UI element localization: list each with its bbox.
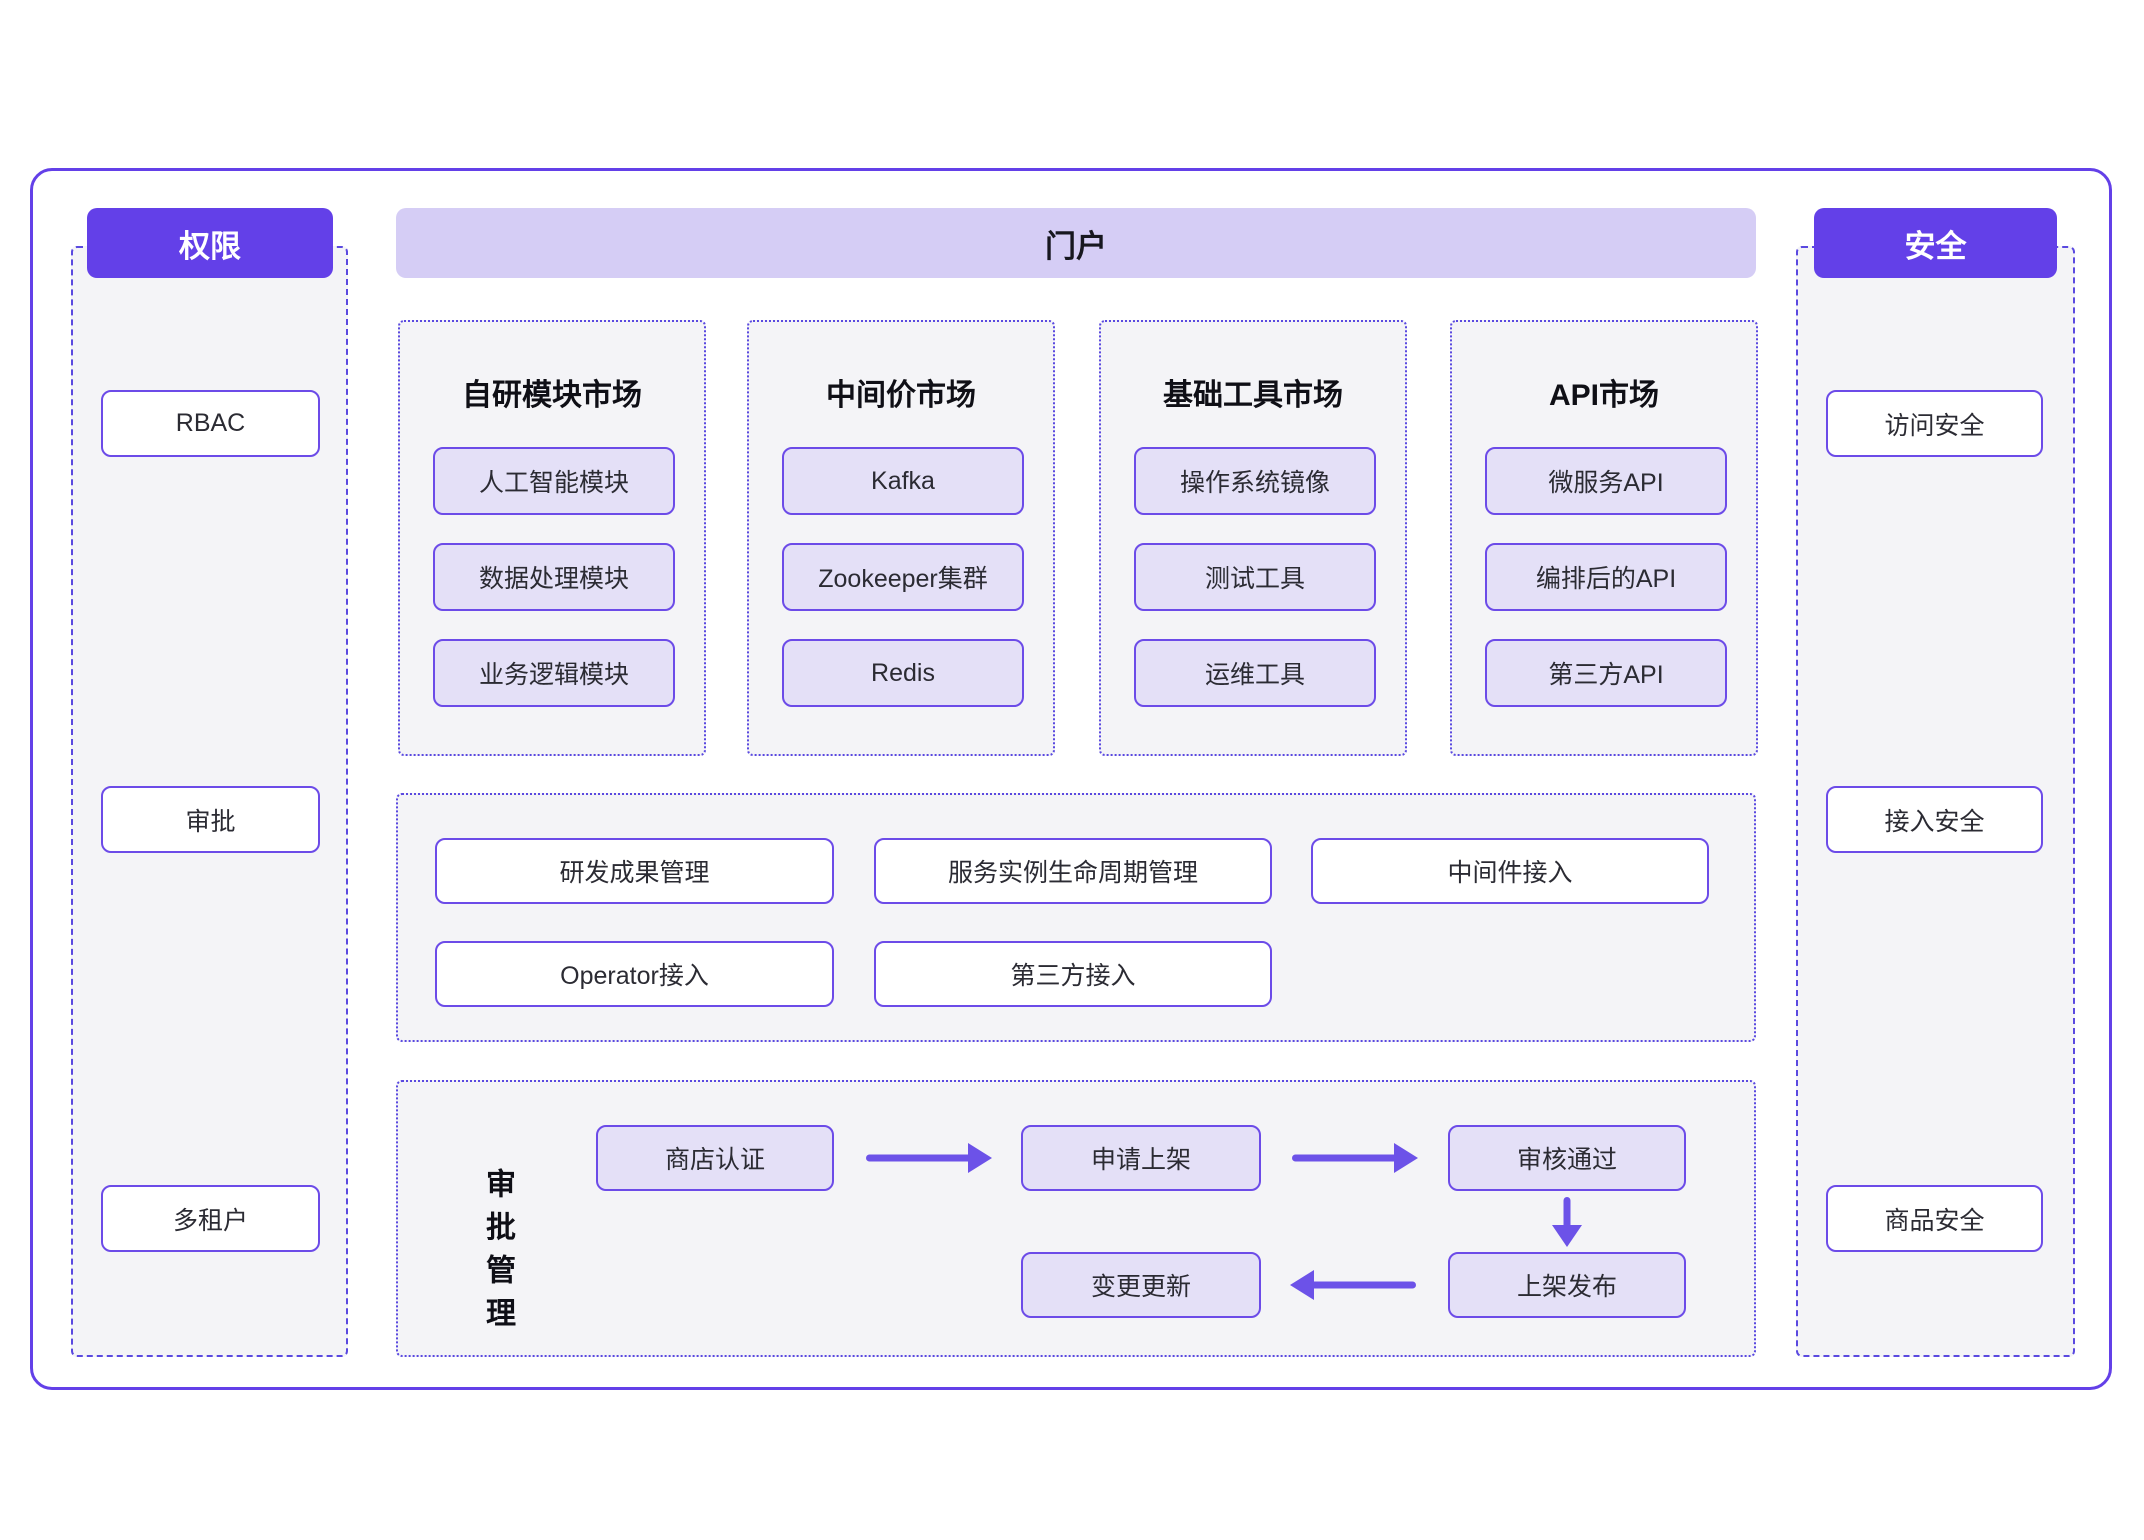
approval-step: 变更更新 [1021, 1252, 1261, 1318]
market-column-middleware: 中间价市场 Kafka Zookeeper集群 Redis [747, 320, 1055, 756]
portal-header: 门户 [396, 208, 1756, 278]
management-item: 研发成果管理 [435, 838, 834, 904]
approval-step: 审核通过 [1448, 1125, 1686, 1191]
security-item-product: 商品安全 [1826, 1185, 2043, 1252]
approval-step: 商店认证 [596, 1125, 834, 1191]
market-title: 基础工具市场 [1163, 379, 1343, 412]
market-item: 运维工具 [1134, 639, 1376, 707]
permissions-item-multitenant: 多租户 [101, 1185, 320, 1252]
market-item: 业务逻辑模块 [433, 639, 675, 707]
approval-step: 申请上架 [1021, 1125, 1261, 1191]
market-title: API市场 [1548, 379, 1659, 412]
approval-label: 审批管理 [481, 1168, 514, 1340]
arrow-right-icon [1290, 1143, 1418, 1173]
arrow-right-icon [864, 1143, 992, 1173]
market-item: Zookeeper集群 [782, 543, 1024, 611]
security-item-connect: 接入安全 [1826, 786, 2043, 853]
market-item: 测试工具 [1134, 543, 1376, 611]
arrow-left-icon [1290, 1270, 1418, 1300]
arrow-down-icon [1552, 1197, 1582, 1247]
security-item-access: 访问安全 [1826, 390, 2043, 457]
market-item: 数据处理模块 [433, 543, 675, 611]
market-item: 第三方API [1485, 639, 1727, 707]
market-item: Redis [782, 639, 1024, 707]
market-column-api: API市场 微服务API 编排后的API 第三方API [1450, 320, 1758, 756]
management-item: 服务实例生命周期管理 [874, 838, 1272, 904]
market-item: 操作系统镜像 [1134, 447, 1376, 515]
market-item: Kafka [782, 447, 1024, 515]
permissions-item-rbac: RBAC [101, 390, 320, 457]
security-header: 安全 [1814, 208, 2057, 278]
management-item: Operator接入 [435, 941, 834, 1007]
market-column-modules: 自研模块市场 人工智能模块 数据处理模块 业务逻辑模块 [398, 320, 706, 756]
market-item: 编排后的API [1485, 543, 1727, 611]
management-item: 第三方接入 [874, 941, 1272, 1007]
market-title: 中间价市场 [826, 379, 976, 412]
market-title: 自研模块市场 [462, 379, 642, 412]
approval-step: 上架发布 [1448, 1252, 1686, 1318]
market-item: 人工智能模块 [433, 447, 675, 515]
permissions-item-approval: 审批 [101, 786, 320, 853]
permissions-header: 权限 [87, 208, 333, 278]
management-item: 中间件接入 [1311, 838, 1709, 904]
market-column-tools: 基础工具市场 操作系统镜像 测试工具 运维工具 [1099, 320, 1407, 756]
market-item: 微服务API [1485, 447, 1727, 515]
